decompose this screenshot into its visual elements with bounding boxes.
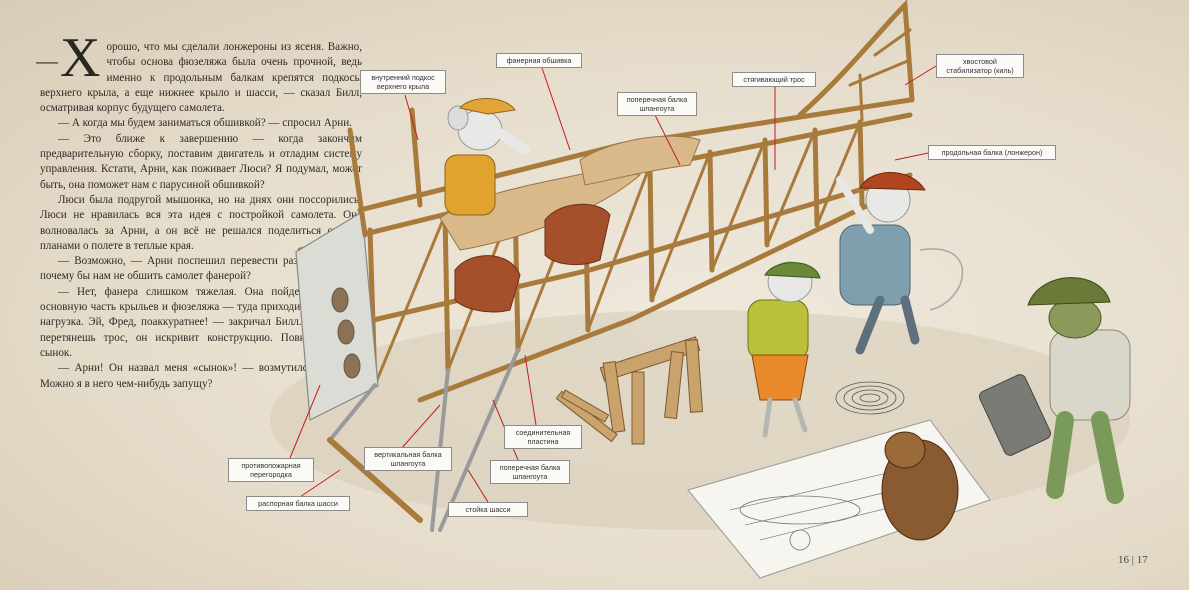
label-cross-beam-bottom: поперечная балка шпангоута [490,460,570,484]
wire-coil [835,381,905,415]
story-paragraph-2: — А когда мы будем заниматься обшивкой? … [58,117,352,130]
firewall-panel [295,210,379,421]
label-firewall: противопожарная перегородка [228,458,314,482]
sawhorse [599,336,704,445]
drop-cap: Х [60,27,101,89]
label-tension-cable: стягивающий трос [732,72,816,87]
label-inner-strut: внутренний подкос верхнего крыла [360,70,446,94]
tail-fin-frame [797,0,915,122]
label-tail-stabilizer: хвостовой стабилизатор (киль) [936,54,1024,78]
page-numbers: 16 | 17 [1118,554,1148,566]
wing-struts [347,107,423,238]
label-plywood-skin: фанерная обшивка [496,53,582,68]
mouse-arni [747,261,821,438]
sparrow [881,431,959,541]
plywood-skin [439,135,701,251]
label-vertical-beam: вертикальная балка шпангоута [364,447,452,471]
frog-character [1027,277,1131,504]
landing-gear [327,348,520,532]
story-paragraph-3: — Это ближе к завершению — когда закончи… [40,132,362,191]
label-longeron: продольная балка (лонжерон) [928,145,1056,160]
engine-part [979,374,1051,456]
label-cross-beam-top: поперечная балка шпангоута [617,92,697,116]
label-gear-spreader: распорная балка шасси [246,496,350,511]
mouse-bill [444,98,530,216]
story-paragraph-6: — Нет, фанера слишком тяжелая. Она пойде… [40,285,362,359]
story-paragraph-5: — Возможно, — Арни поспешил перевести ра… [40,255,362,283]
story-paragraph-4: Люси была подругой мышонка, но на днях о… [40,193,362,252]
wood-scraps [555,389,618,443]
mouse-fred [836,172,964,355]
label-joint-plate: соединительная пластина [504,425,582,449]
label-gear-leg: стойка шасси [448,502,528,517]
story-paragraph-7: — Арни! Он назвал меня «сынок»! — возмут… [40,362,362,390]
cockpit-seats [454,203,611,313]
